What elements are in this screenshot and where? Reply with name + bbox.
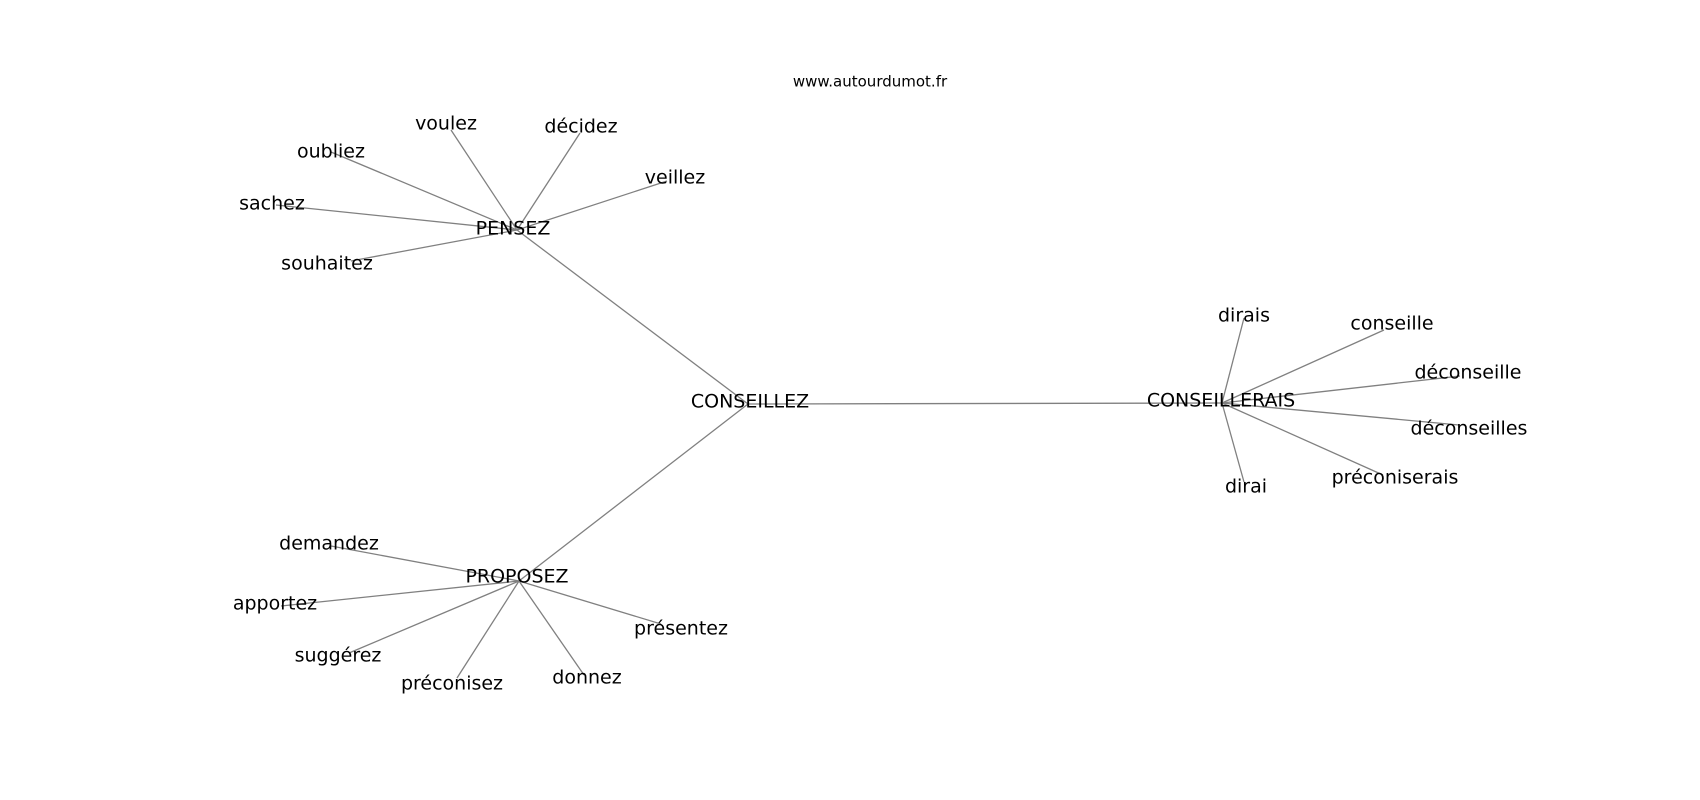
graph-labels: voulez décidez veillez oubliez sachez souhait… xyxy=(233,113,1528,695)
word-node-conseille[interactable]: conseille xyxy=(1350,313,1433,335)
word-node-donnez[interactable]: donnez xyxy=(552,667,621,689)
word-node-dirais[interactable]: dirais xyxy=(1218,305,1270,327)
word-node-veillez[interactable]: veillez xyxy=(645,167,705,189)
hub-node-conseillerais[interactable]: CONSEILLERAIS xyxy=(1147,390,1295,412)
hub-node-proposez[interactable]: PROPOSEZ xyxy=(465,566,568,588)
edge-proposez-preconisez xyxy=(456,580,520,679)
edge-pensez-souhaitez xyxy=(350,229,518,262)
word-node-preconiserais[interactable]: préconiserais xyxy=(1332,467,1459,489)
word-node-dirai[interactable]: dirai xyxy=(1225,476,1267,498)
edge-pensez-oubliez xyxy=(330,151,518,231)
word-node-preconisez[interactable]: préconisez xyxy=(401,673,503,695)
edge-conseillerais-dirais xyxy=(1221,317,1245,404)
edge-center-proposez xyxy=(518,403,749,582)
edge-conseillerais-preconiserais xyxy=(1221,402,1384,476)
word-node-demandez[interactable]: demandez xyxy=(279,533,379,555)
word-node-deconseille[interactable]: déconseille xyxy=(1415,362,1522,384)
edge-proposez-donnez xyxy=(518,580,585,676)
edge-proposez-suggerez xyxy=(348,580,520,654)
edge-conseillerais-dirai xyxy=(1221,402,1245,483)
edge-proposez-demandez xyxy=(330,545,520,582)
edge-conseillerais-deconseilles xyxy=(1221,402,1460,426)
hub-node-pensez[interactable]: PENSEZ xyxy=(476,218,551,240)
word-node-voulez[interactable]: voulez xyxy=(415,113,477,135)
edge-pensez-voulez xyxy=(450,129,518,231)
word-node-souhaitez[interactable]: souhaitez xyxy=(281,253,373,275)
word-node-apportez[interactable]: apportez xyxy=(233,593,317,615)
edge-pensez-veillez xyxy=(516,180,668,231)
edge-pensez-decidez xyxy=(516,132,581,231)
edge-proposez-apportez xyxy=(280,580,520,607)
edge-center-pensez xyxy=(516,229,749,405)
edge-center-conseillerais xyxy=(747,402,1223,405)
word-node-oubliez[interactable]: oubliez xyxy=(297,141,365,163)
edge-proposez-presentez xyxy=(518,580,662,625)
word-node-decidez[interactable]: décidez xyxy=(544,116,617,138)
word-node-deconseilles[interactable]: déconseilles xyxy=(1411,418,1528,440)
edge-conseillerais-conseille xyxy=(1221,329,1385,404)
word-node-presentez[interactable]: présentez xyxy=(634,618,728,640)
center-node-conseillez[interactable]: CONSEILLEZ xyxy=(691,391,809,413)
word-node-suggerez[interactable]: suggérez xyxy=(295,645,382,667)
edge-pensez-sachez xyxy=(275,204,518,231)
graph-edges xyxy=(275,129,1461,679)
edge-conseillerais-deconseille xyxy=(1221,375,1461,404)
source-url[interactable]: www.autourdumot.fr xyxy=(793,73,948,91)
word-node-sachez[interactable]: sachez xyxy=(239,193,305,215)
